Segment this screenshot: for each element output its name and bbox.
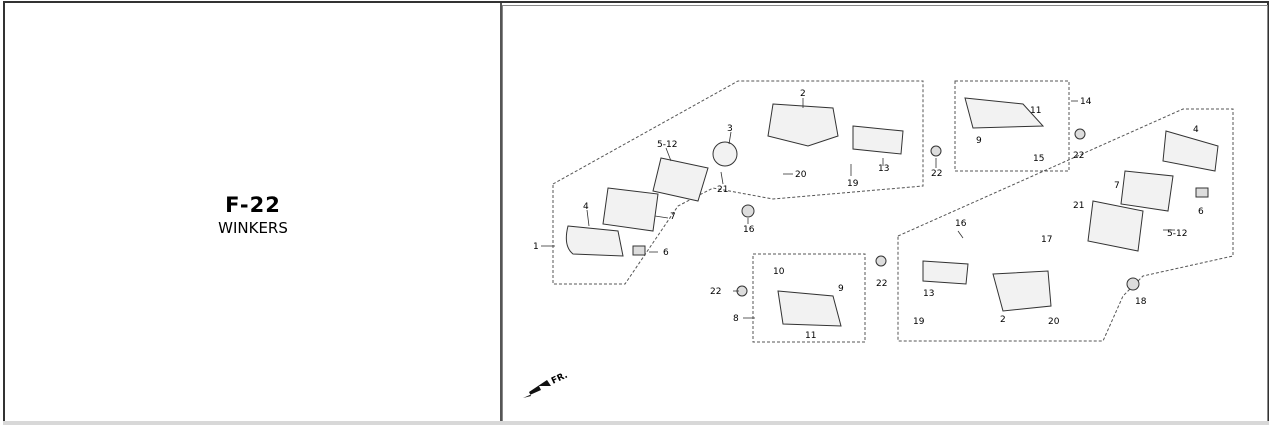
section-cell: F-22 WINKERS — [5, 3, 501, 423]
callout-22: 22 — [1073, 151, 1084, 161]
rear-winker-upper — [964, 97, 1045, 129]
housing-right — [992, 270, 1052, 312]
rear-winker-lower — [777, 290, 842, 327]
callout-9: 9 — [838, 284, 844, 294]
callout-7: 7 — [670, 212, 676, 222]
callout-20: 20 — [795, 170, 807, 180]
callout-6: 6 — [1198, 207, 1204, 217]
section-code: F-22 — [225, 193, 281, 217]
bulb-16-left — [741, 204, 755, 218]
callout-21: 21 — [1073, 201, 1084, 211]
callout-2: 2 — [800, 89, 806, 99]
grommet-22-a — [930, 145, 942, 157]
callout-22: 22 — [876, 279, 887, 289]
callout-7: 7 — [1114, 181, 1120, 191]
table-bottom-border — [3, 421, 1269, 425]
callout-3: 3 — [727, 124, 733, 134]
callout-17: 17 — [1041, 235, 1052, 245]
callout-5-12: 5-12 — [657, 140, 677, 150]
gasket-left — [602, 187, 659, 232]
callout-6: 6 — [663, 248, 669, 258]
callout-15: 15 — [1033, 154, 1044, 164]
parts-diagram: FR. 1 2 3 4 5-12 6 7 13 16 19 20 21 22 1… — [523, 80, 1234, 398]
callout-16: 16 — [743, 225, 755, 235]
socket-left — [712, 141, 738, 167]
callout-9: 9 — [976, 136, 982, 146]
callout-2: 2 — [1000, 315, 1006, 325]
callout-5-12: 5-12 — [1167, 229, 1187, 239]
callout-4: 4 — [1193, 125, 1199, 135]
callout-20: 20 — [1048, 317, 1060, 327]
callout-10: 10 — [773, 267, 785, 277]
callout-16: 16 — [955, 219, 967, 229]
grommet-22-c — [875, 255, 887, 267]
callout-13: 13 — [878, 164, 889, 174]
group-outline-8 — [752, 253, 866, 343]
nut-6-right — [1195, 187, 1209, 198]
bulb-18 — [1126, 277, 1140, 291]
group-outline-14 — [954, 80, 1070, 172]
grommet-22-b — [1074, 128, 1086, 140]
reflector-left — [652, 157, 709, 202]
callout-13: 13 — [923, 289, 934, 299]
callout-4: 4 — [583, 202, 589, 212]
callout-11: 11 — [1030, 106, 1041, 116]
group-outline-left — [552, 80, 924, 285]
callout-1: 1 — [533, 242, 539, 252]
reflector-right — [1087, 200, 1144, 252]
callout-14: 14 — [1080, 97, 1092, 107]
callout-11: 11 — [805, 331, 816, 341]
callout-8: 8 — [733, 314, 739, 324]
callout-19: 19 — [913, 317, 925, 327]
gasket-right — [1120, 170, 1174, 212]
nut-6-left — [632, 245, 646, 256]
lens-right — [1162, 130, 1219, 172]
callout-19: 19 — [847, 179, 859, 189]
lens-left — [565, 225, 624, 257]
table-frame — [3, 1, 1269, 425]
front-label: FR. — [550, 371, 569, 387]
housing-left — [767, 103, 839, 147]
parts-diagram-cell: FR. 1 2 3 4 5-12 6 7 13 16 19 20 21 22 1… — [502, 5, 1268, 421]
relay-right — [922, 260, 969, 285]
section-name: WINKERS — [218, 219, 288, 237]
front-arrow: FR. — [523, 371, 569, 398]
group-outline-right — [897, 108, 1234, 342]
relay-left — [852, 125, 904, 155]
callout-21: 21 — [717, 185, 728, 195]
column-divider — [500, 3, 502, 425]
callout-22: 22 — [931, 169, 942, 179]
callout-22: 22 — [710, 287, 721, 297]
callout-18: 18 — [1135, 297, 1147, 307]
